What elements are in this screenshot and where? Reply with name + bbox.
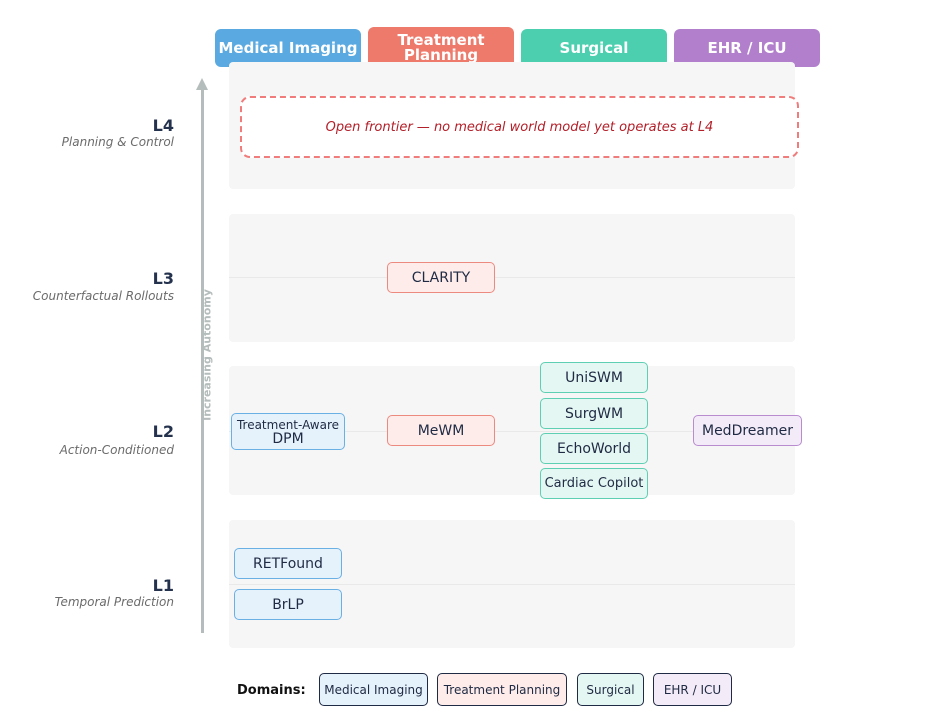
level-band-l3 <box>229 214 795 342</box>
legend-item-surgical: Surgical <box>577 673 644 706</box>
level-subtitle-l3: Counterfactual Rollouts <box>32 289 174 303</box>
autonomy-axis-line <box>201 88 204 633</box>
model-brlp: BrLP <box>234 589 342 620</box>
domain-header-ehr-icu: EHR / ICU <box>674 29 820 67</box>
model-cardiac-copilot: Cardiac Copilot <box>540 468 648 499</box>
open-frontier-note: Open frontier — no medical world model y… <box>240 96 799 158</box>
level-line-l1 <box>229 584 795 585</box>
model-retfound: RETFound <box>234 548 342 579</box>
level-subtitle-l2: Action-Conditioned <box>59 443 174 457</box>
autonomy-axis-label: Increasing Autonomy <box>200 289 214 421</box>
autonomy-axis-arrowhead <box>196 78 208 90</box>
model-meddreamer: MedDreamer <box>693 415 802 446</box>
model-treatment-aware-dpm-line1: Treatment-Aware <box>236 417 340 432</box>
level-line-l3 <box>229 277 795 278</box>
level-title-l4: L4 <box>152 116 174 135</box>
level-subtitle-l4: Planning & Control <box>61 135 174 149</box>
level-line-l2 <box>229 431 795 432</box>
model-surgwm: SurgWM <box>540 398 648 429</box>
model-clarity: CLARITY <box>387 262 495 293</box>
model-echoworld: EchoWorld <box>540 433 648 464</box>
model-mewm: MeWM <box>387 415 495 446</box>
model-treatment-aware-dpm-line2: DPM <box>272 430 304 447</box>
legend-item-treatment-planning: Treatment Planning <box>437 673 567 706</box>
level-title-l3: L3 <box>152 269 174 288</box>
domain-header-surgical: Surgical <box>521 29 667 67</box>
legend-title: Domains: <box>237 683 306 698</box>
level-title-l2: L2 <box>152 422 174 441</box>
legend-item-medical-imaging: Medical Imaging <box>319 673 428 706</box>
domain-header-medical-imaging: Medical Imaging <box>215 29 361 67</box>
model-uniswm: UniSWM <box>540 362 648 393</box>
level-title-l1: L1 <box>152 576 174 595</box>
legend-item-ehr-icu: EHR / ICU <box>653 673 732 706</box>
level-subtitle-l1: Temporal Prediction <box>54 595 174 609</box>
model-treatment-aware-dpm: Treatment-Aware DPM <box>231 413 345 450</box>
